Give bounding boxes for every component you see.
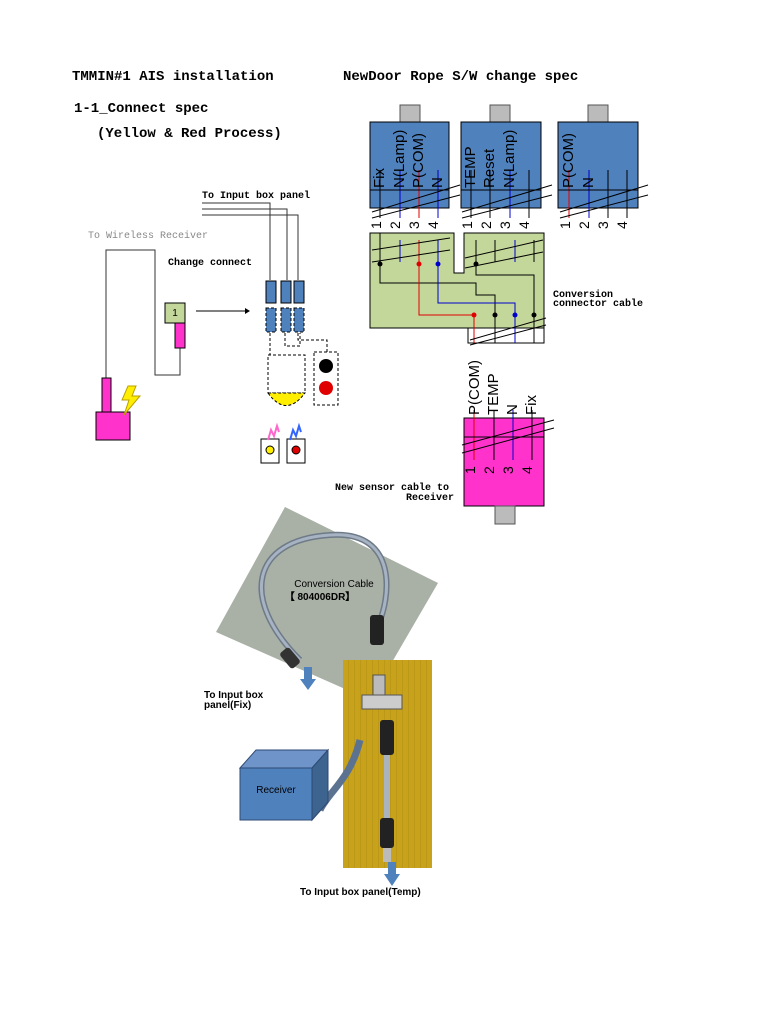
lightning-icon — [121, 385, 142, 416]
pink-signal-icon — [267, 422, 280, 441]
arrow-down-icon-2 — [384, 862, 400, 886]
to-input-box-label: To Input box panel — [202, 191, 311, 202]
conn-a-label-3: P(COM) — [410, 133, 427, 188]
sensor-label-4: Fix — [523, 395, 540, 415]
conn-a-label-4: N — [429, 177, 446, 188]
sensor-body — [95, 411, 131, 441]
sensor-label-1: P(COM) — [466, 360, 483, 415]
yellow-lamp — [267, 392, 307, 406]
conn-c-pin-2: 2 — [576, 221, 592, 229]
conn-a-pin-2: 2 — [387, 221, 403, 229]
input-connector-4 — [265, 307, 277, 333]
connector-c — [557, 121, 639, 209]
connector-b — [460, 121, 542, 209]
sensor-pin-1: 1 — [462, 466, 478, 474]
input-connector-5 — [280, 307, 292, 333]
conn-b-label-3: N(Lamp) — [501, 130, 518, 188]
cable-photo: Conversion Cable 【 804006DR】 — [216, 507, 438, 700]
splitter-photo — [316, 660, 432, 868]
to-fix-label-2: panel(Fix) — [204, 700, 251, 711]
arrow-right-icon — [245, 308, 250, 314]
to-fix-label-1: To Input box — [204, 690, 264, 701]
conn-b-label-1: TEMP — [462, 146, 479, 188]
sensor-label-2: TEMP — [485, 373, 502, 415]
input-connector-6 — [293, 307, 305, 333]
sensor-head — [101, 377, 112, 414]
sensor-pin-4: 4 — [519, 466, 535, 474]
title-right: NewDoor Rope S/W change spec — [343, 69, 579, 85]
left-wiring-diagram: 1 — [95, 202, 339, 464]
sensor-label-3: N — [504, 404, 521, 415]
new-sensor-label-1: New sensor cable to — [335, 483, 450, 494]
conversion-label-1: Conversion — [553, 290, 614, 301]
title-left: TMMIN#1 AIS installation — [72, 69, 274, 85]
change-connect-label: Change connect — [168, 258, 253, 269]
sensor-pin-3: 3 — [500, 466, 516, 474]
section-heading: 1-1_Connect spec — [74, 101, 209, 117]
to-wireless-label: To Wireless Receiver — [88, 231, 209, 242]
input-connector-2 — [280, 280, 292, 304]
conn-b-pin-3: 3 — [497, 221, 513, 229]
conn-c-pin-1: 1 — [557, 221, 573, 229]
input-connector-3 — [293, 280, 305, 304]
connector-a — [369, 121, 450, 209]
conn-b-pin-4: 4 — [516, 221, 532, 229]
to-temp-label: To Input box panel(Temp) — [300, 887, 421, 898]
conn-a-label-1: Fix — [371, 168, 388, 188]
part-number: 【 804006DR】 — [285, 590, 356, 603]
new-sensor-connector: P(COM) TEMP N Fix 1 2 3 4 — [461, 360, 555, 525]
conn-a-label-2: N(Lamp) — [391, 130, 408, 188]
conn-b-label-2: Reset — [481, 148, 498, 188]
conn-a-pin-3: 3 — [406, 221, 422, 229]
conn-c-label-1: P(COM) — [560, 133, 577, 188]
conn-a-pin-1: 1 — [368, 221, 384, 229]
receiver-label: Receiver — [256, 785, 296, 796]
subsection-heading: (Yellow & Red Process) — [97, 126, 282, 142]
conn-a-pin-4: 4 — [425, 221, 441, 229]
conn-c-pin-4: 4 — [614, 221, 630, 229]
sensor-pin-2: 2 — [481, 466, 497, 474]
arrow-down-icon-1 — [300, 667, 316, 690]
black-button — [319, 359, 333, 373]
conn-b-pin-1: 1 — [459, 221, 475, 229]
red-button — [319, 381, 333, 395]
top-connectors: Fix N(Lamp) P(COM) N TEMP Reset N(Lamp) … — [368, 104, 649, 229]
cable-label: Conversion Cable — [294, 579, 374, 590]
conn-c-pin-3: 3 — [595, 221, 611, 229]
blue-signal-icon — [289, 422, 302, 441]
connector-pin-label: 1 — [172, 308, 178, 319]
new-sensor-label-2: Receiver — [406, 493, 455, 504]
conn-b-pin-2: 2 — [478, 221, 494, 229]
connector-magenta — [174, 322, 186, 349]
input-connector-1 — [265, 280, 277, 304]
receiver-cube: Receiver — [238, 748, 330, 822]
conversion-label-2: connector cable — [553, 299, 644, 310]
lamp-housing — [267, 354, 306, 394]
conversion-connector — [369, 232, 547, 346]
conn-c-label-2: N — [580, 177, 597, 188]
